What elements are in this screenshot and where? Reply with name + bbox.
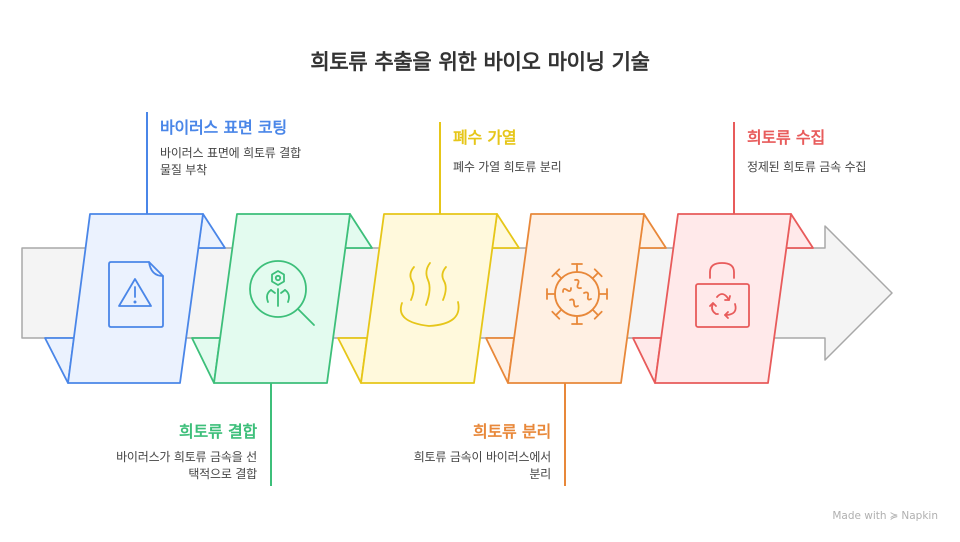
step-card-5 <box>632 213 814 384</box>
step-3-title: 폐수 가열 <box>453 128 517 147</box>
step-4-description: 희토류 금속이 바이러스에서 분리 <box>413 450 552 481</box>
hot-water-steam-icon <box>399 262 460 327</box>
step-1-description: 바이러스 표면에 희토류 결합 물질 부착 <box>160 146 301 177</box>
document-warning-icon <box>108 261 164 328</box>
recycle-bag-icon <box>695 262 750 328</box>
step-4-title: 희토류 분리 <box>473 422 551 441</box>
step-card-1 <box>44 213 226 384</box>
step-5-title: 희토류 수집 <box>747 128 825 147</box>
diagram-title: 희토류 추출을 위한 바이오 마이닝 기술 <box>310 50 650 74</box>
step-2-description: 바이러스가 희토류 금속을 선 택적으로 결합 <box>116 450 257 481</box>
step-card-4 <box>485 213 667 384</box>
napkin-watermark[interactable]: Made with≽Napkin <box>832 510 938 522</box>
step-card-3 <box>337 213 520 384</box>
virus-icon <box>546 263 608 325</box>
step-1-title: 바이러스 표면 코팅 <box>160 118 287 137</box>
molecule-search-icon <box>249 260 315 326</box>
step-5-description: 정제된 희토류 금속 수집 <box>747 160 867 174</box>
step-card-2 <box>191 213 373 384</box>
napkin-logo-icon: ≽ <box>889 510 899 522</box>
step-3-description: 폐수 가열 희토류 분리 <box>453 160 562 174</box>
step-2-title: 희토류 결합 <box>179 422 257 441</box>
